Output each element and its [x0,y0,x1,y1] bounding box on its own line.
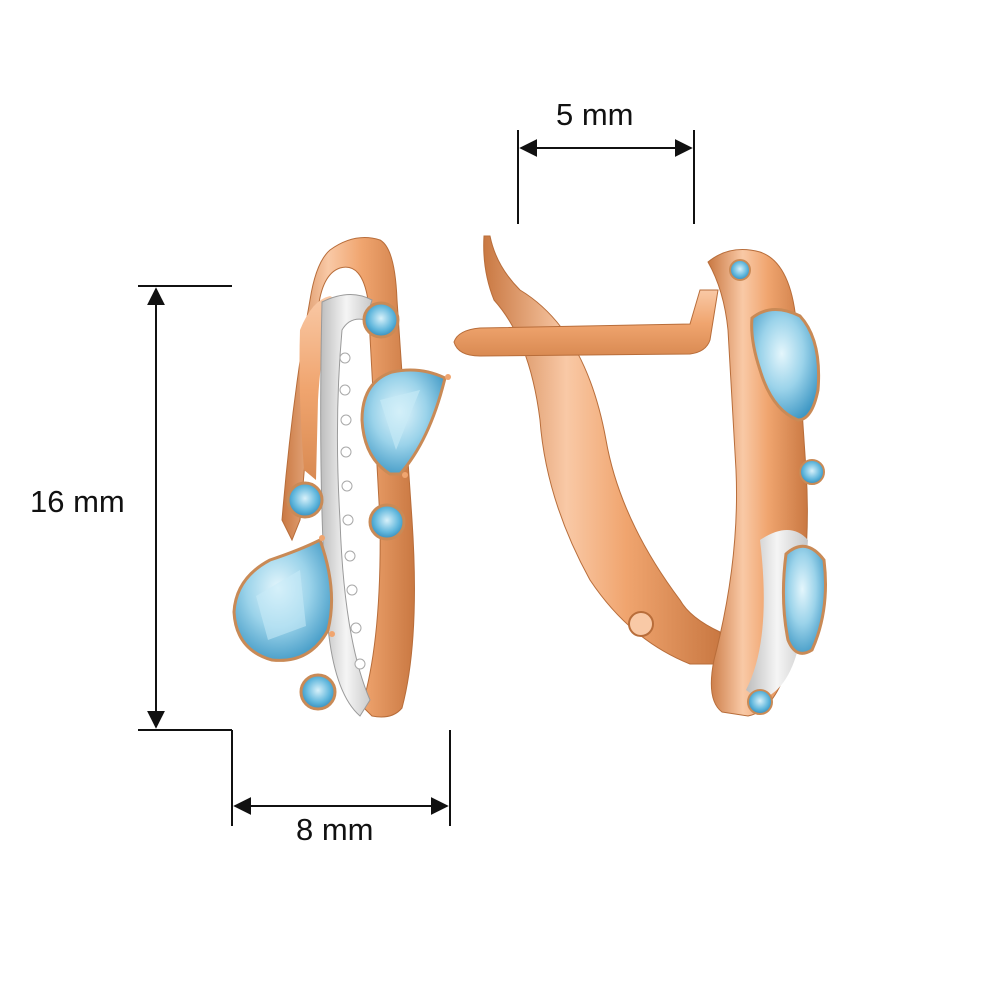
dimension-height-left [138,285,232,731]
dimension-width-top [517,130,695,224]
earring-front-icon [232,237,451,718]
height-dimension-label: 16 mm [30,484,125,519]
depth-dimension-label: 8 mm [296,812,374,847]
width-dimension-label: 5 mm [556,97,634,132]
earring-side-icon [453,235,827,717]
dimension-depth-bottom [231,730,451,826]
